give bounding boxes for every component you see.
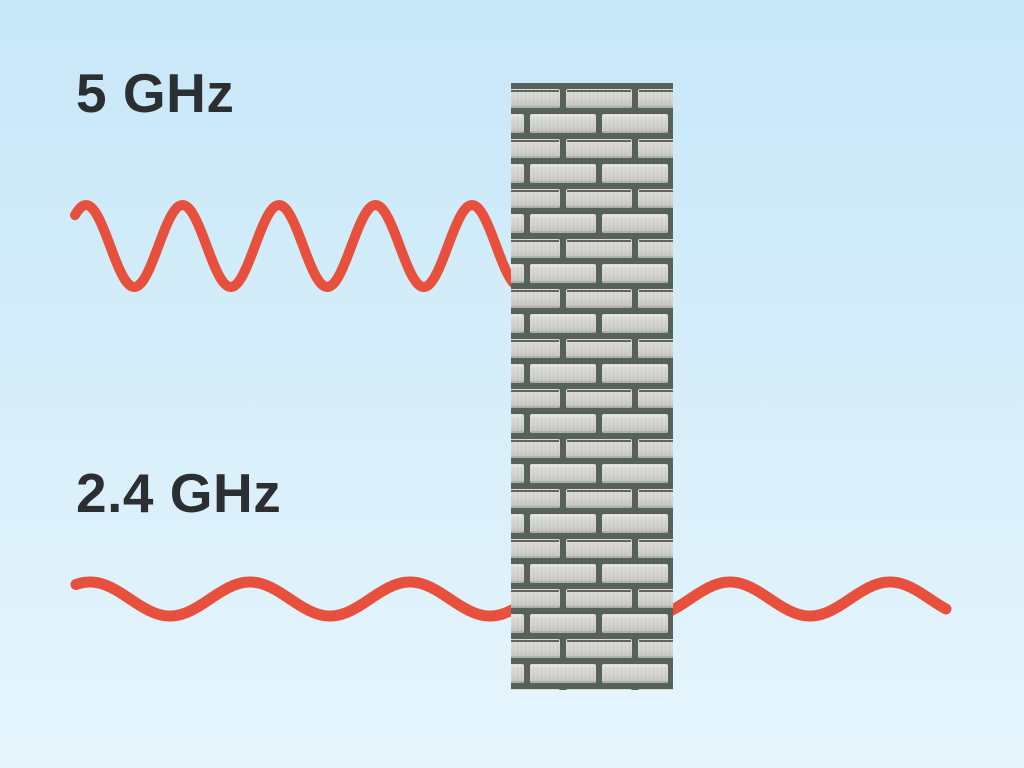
label-24ghz: 2.4 GHz — [76, 462, 282, 524]
wave-5ghz — [70, 200, 518, 292]
brick-wall-striations — [511, 83, 673, 690]
brick-wall — [511, 83, 673, 690]
label-5ghz: 5 GHz — [76, 62, 235, 124]
